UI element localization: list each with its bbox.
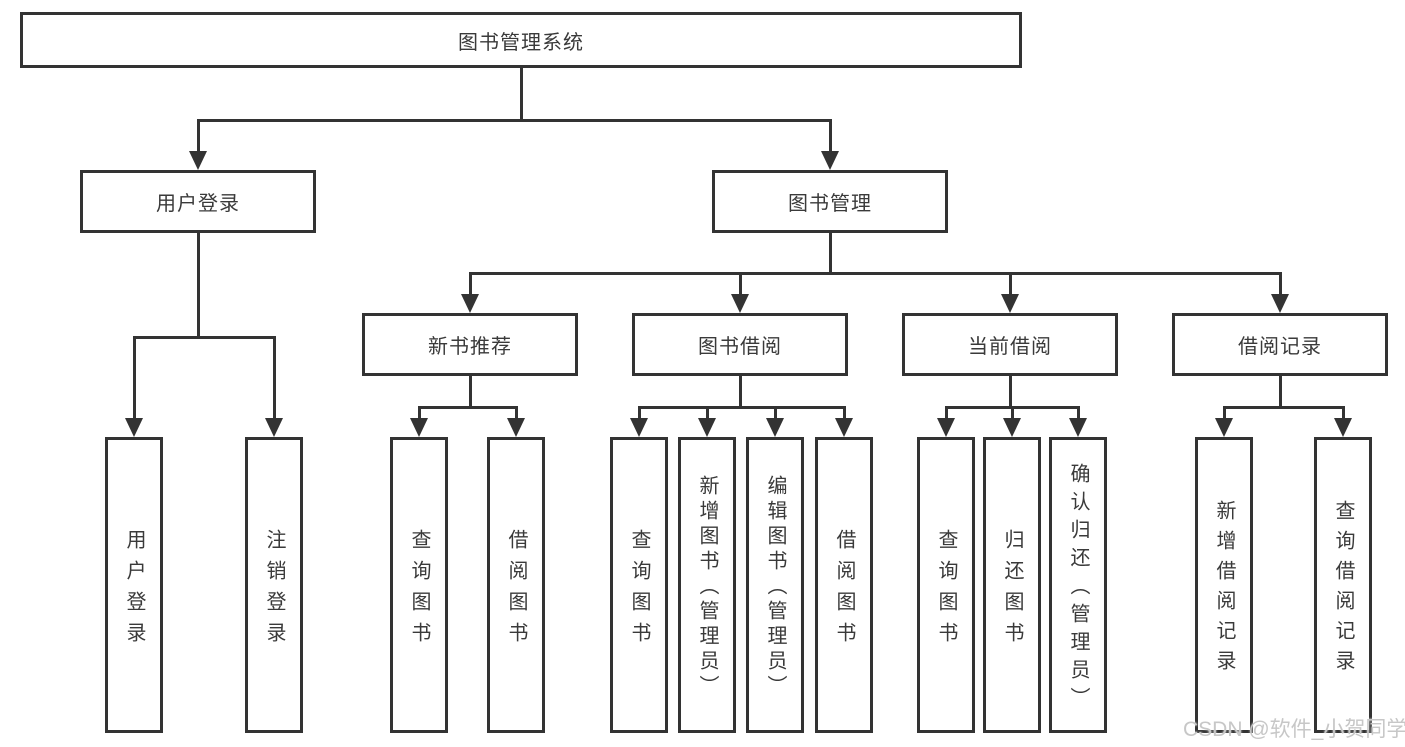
node-label: 查询借阅记录 (1332, 500, 1354, 680)
arrow-down-icon (821, 151, 839, 170)
node-label: 用户登录 (156, 193, 240, 215)
leaf-return-book: 归还图书 (983, 437, 1041, 733)
edge-to-book-manage (828, 119, 832, 154)
node-label: 用户登录 (123, 528, 145, 653)
node-book-manage: 图书管理 (712, 170, 948, 233)
node-label: 新增图书（管理员） (696, 475, 718, 700)
node-label: 确认归还（管理员） (1067, 463, 1089, 715)
node-label: 归还图书 (1001, 528, 1023, 653)
node-label: 借阅图书 (505, 528, 527, 653)
edge-leaf-stem (1222, 406, 1226, 420)
edge-leaf-stem (1010, 406, 1014, 420)
node-label: 查询图书 (935, 528, 957, 653)
leaf-user-login: 用户登录 (105, 437, 163, 733)
edge-leaf-stem (944, 406, 948, 420)
arrow-down-icon (507, 418, 525, 437)
node-label: 查询图书 (628, 528, 650, 653)
edge-leaf-stem (637, 406, 641, 420)
edge-book-manage-stem (828, 233, 832, 272)
arrow-down-icon (835, 418, 853, 437)
leaf-borrow-book: 借阅图书 (815, 437, 873, 733)
leaf-query-book-recommend: 查询图书 (390, 437, 448, 733)
edge-to-leaf-logout (272, 336, 276, 421)
edge-book-borrow-stem (738, 376, 742, 406)
edge-root-bus (196, 119, 832, 122)
edge-new-book-bus (417, 406, 518, 409)
node-label: 编辑图书（管理员） (764, 475, 786, 700)
edge-leaf-stem (773, 406, 777, 420)
arrow-down-icon (125, 418, 143, 437)
arrow-down-icon (731, 294, 749, 313)
edge-book-borrow-bus (637, 406, 846, 409)
edge-to-book-borrow (738, 272, 742, 297)
edge-leaf-stem (1341, 406, 1345, 420)
leaf-edit-book-admin: 编辑图书（管理员） (746, 437, 804, 733)
node-borrow-record: 借阅记录 (1172, 313, 1388, 376)
edge-leaf-stem (705, 406, 709, 420)
arrow-down-icon (1215, 418, 1233, 437)
node-new-book-recommend: 新书推荐 (362, 313, 578, 376)
leaf-logout-login: 注销登录 (245, 437, 303, 733)
edge-user-login-stem (196, 233, 200, 336)
node-label: 图书管理 (788, 193, 872, 215)
node-book-borrow: 图书借阅 (632, 313, 848, 376)
edge-leaf-stem (417, 406, 421, 420)
arrow-down-icon (698, 418, 716, 437)
node-label: 查询图书 (408, 528, 430, 653)
edge-book-manage-bus (468, 272, 1282, 275)
csdn-watermark: CSDN @软件_小贺同学 (1183, 718, 1405, 741)
edge-leaf-stem (514, 406, 518, 420)
arrow-down-icon (937, 418, 955, 437)
node-label: 新书推荐 (428, 336, 512, 358)
leaf-confirm-return-admin: 确认归还（管理员） (1049, 437, 1107, 733)
edge-current-borrow-stem (1008, 376, 1012, 406)
edge-leaf-stem (1076, 406, 1080, 420)
node-user-login: 用户登录 (80, 170, 316, 233)
node-label: 图书借阅 (698, 336, 782, 358)
node-label: 图书管理系统 (458, 31, 584, 54)
edge-borrow-record-stem (1278, 376, 1282, 406)
node-label: 当前借阅 (968, 336, 1052, 358)
leaf-add-book-admin: 新增图书（管理员） (678, 437, 736, 733)
leaf-add-borrow-record: 新增借阅记录 (1195, 437, 1253, 733)
arrow-down-icon (410, 418, 428, 437)
edge-to-borrow-record (1278, 272, 1282, 297)
edge-leaf-stem (842, 406, 846, 420)
edge-to-new-book (468, 272, 472, 297)
arrow-down-icon (189, 151, 207, 170)
node-current-borrow: 当前借阅 (902, 313, 1118, 376)
arrow-down-icon (766, 418, 784, 437)
leaf-query-book-current: 查询图书 (917, 437, 975, 733)
arrow-down-icon (1334, 418, 1352, 437)
edge-to-leaf-user-login (132, 336, 136, 421)
edge-borrow-record-bus (1222, 406, 1345, 409)
node-label: 新增借阅记录 (1213, 500, 1235, 680)
edge-root-stem (519, 68, 523, 119)
edge-to-user-login (196, 119, 200, 154)
arrow-down-icon (461, 294, 479, 313)
leaf-borrow-book-recommend: 借阅图书 (487, 437, 545, 733)
arrow-down-icon (1003, 418, 1021, 437)
node-library-management-system: 图书管理系统 (20, 12, 1022, 68)
edge-to-current-borrow (1008, 272, 1012, 297)
edge-user-login-bus (132, 336, 276, 339)
arrow-down-icon (1001, 294, 1019, 313)
arrow-down-icon (630, 418, 648, 437)
edge-new-book-stem (468, 376, 472, 406)
node-label: 注销登录 (263, 528, 285, 653)
arrow-down-icon (1271, 294, 1289, 313)
arrow-down-icon (265, 418, 283, 437)
node-label: 借阅记录 (1238, 336, 1322, 358)
arrow-down-icon (1069, 418, 1087, 437)
node-label: 借阅图书 (833, 528, 855, 653)
leaf-query-book-borrow: 查询图书 (610, 437, 668, 733)
leaf-query-borrow-record: 查询借阅记录 (1314, 437, 1372, 733)
